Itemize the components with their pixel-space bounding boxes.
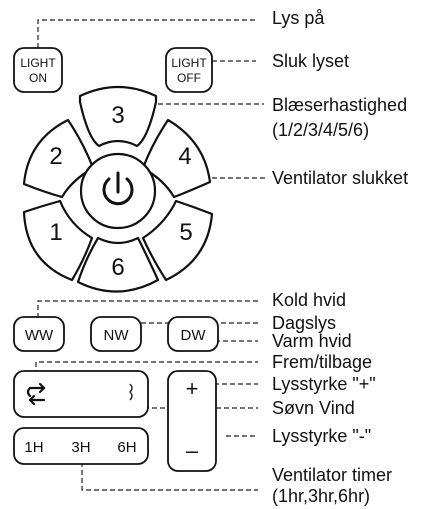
light-on-button[interactable] xyxy=(13,47,63,93)
light-on-text-2: ON xyxy=(29,71,47,85)
label-sleep-wind: Søvn Vind xyxy=(272,398,355,418)
reverse-arrows-icon xyxy=(26,382,46,406)
label-timer-1: Ventilator timer xyxy=(272,465,393,485)
leader-light-on xyxy=(37,19,258,48)
timer-button[interactable] xyxy=(13,427,149,465)
dw-label: DW xyxy=(181,327,207,344)
brightness-minus-label[interactable]: – xyxy=(186,438,199,463)
nw-button[interactable] xyxy=(90,316,142,352)
timer-3h-label[interactable]: 3H xyxy=(71,439,90,456)
brightness-plus-label[interactable]: + xyxy=(186,376,199,401)
label-daylight: Dagslys xyxy=(272,313,337,333)
leader-cold-white xyxy=(37,300,258,318)
speed-button-2[interactable] xyxy=(22,118,95,199)
moon-breeze-icon xyxy=(113,382,133,406)
power-icon xyxy=(102,171,134,206)
speed-number-1: 1 xyxy=(49,219,62,246)
speed-button-4[interactable] xyxy=(141,118,212,199)
label-timer-2: (1hr,3hr,6hr) xyxy=(272,486,371,506)
speed-number-3: 3 xyxy=(111,102,124,129)
light-on-text-1: LIGHT xyxy=(20,56,56,70)
direction-sleep-button[interactable] xyxy=(13,370,149,418)
speed-button-1[interactable] xyxy=(22,199,94,282)
label-direction: Frem/tilbage xyxy=(272,352,373,372)
timer-6h-label[interactable]: 6H xyxy=(117,439,136,456)
label-brightness-down: Lysstyrke "-" xyxy=(272,426,372,446)
speed-button-5[interactable] xyxy=(141,199,214,282)
light-off-text-2: OFF xyxy=(177,71,201,85)
label-speed-1: Blæserhastighed xyxy=(272,95,408,115)
light-off-button[interactable] xyxy=(165,47,213,93)
label-light-on: Lys på xyxy=(272,8,325,28)
label-cold-white: Kold hvid xyxy=(272,290,347,310)
dw-button[interactable] xyxy=(167,316,219,352)
timer-1h-label[interactable]: 1H xyxy=(24,439,43,456)
label-light-off: Sluk lyset xyxy=(272,51,350,71)
label-brightness-up: Lysstyrke "+" xyxy=(272,374,376,394)
label-speed-2: (1/2/3/4/5/6) xyxy=(272,120,370,140)
nw-label: NW xyxy=(104,327,130,344)
label-warm-white: Varm hvid xyxy=(272,331,352,351)
ww-label: WW xyxy=(25,327,54,344)
brightness-button[interactable] xyxy=(167,370,217,472)
light-off-text-1: LIGHT xyxy=(171,56,207,70)
leader-timer xyxy=(81,462,258,491)
speed-number-6: 6 xyxy=(111,254,124,281)
speed-number-2: 2 xyxy=(49,143,62,170)
speed-number-5: 5 xyxy=(179,219,192,246)
speed-wheel xyxy=(22,85,214,293)
label-fan-off: Ventilator slukket xyxy=(272,168,409,188)
speed-button-3[interactable] xyxy=(78,85,158,148)
speed-button-6[interactable] xyxy=(76,236,160,293)
speed-number-4: 4 xyxy=(178,143,191,170)
ww-button[interactable] xyxy=(13,316,65,352)
